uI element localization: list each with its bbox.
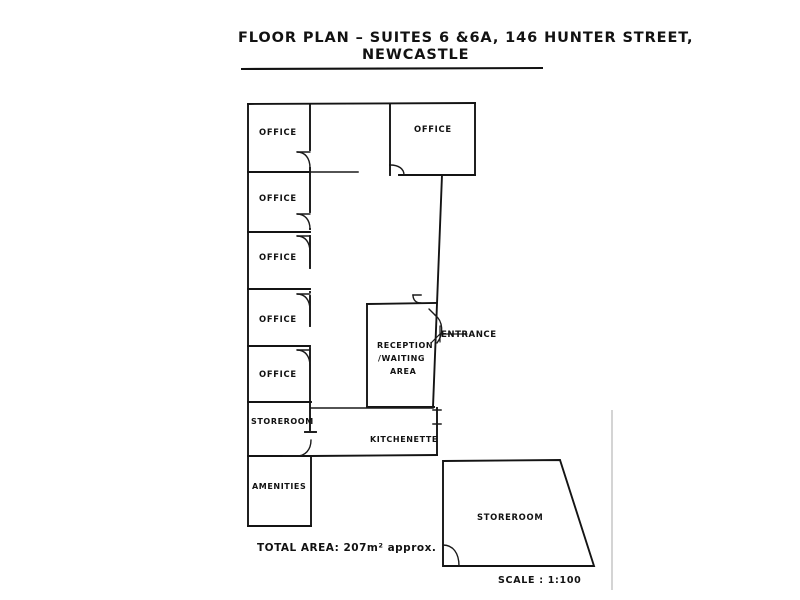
room-label-amenities: AMENITIES <box>252 482 306 491</box>
door-office5-icon <box>296 349 311 367</box>
wall-reception-top <box>366 302 437 305</box>
room-label-reception-line-3: AREA <box>390 367 417 376</box>
door-office2-icon <box>296 213 311 230</box>
door-entrance-icon <box>434 314 443 344</box>
door-storeroom-detached-icon <box>442 544 460 567</box>
plan-title-line-1: FLOOR PLAN – SUITES 6 &6A, 146 HUNTER ST… <box>238 30 693 46</box>
storeroom-detached-outline <box>442 459 596 567</box>
title-underline <box>240 66 544 71</box>
door-office4-icon <box>296 293 311 311</box>
room-label-office-2: OFFICE <box>259 193 297 203</box>
room-label-storeroom-left: STOREROOM <box>251 417 314 426</box>
scale-note: SCALE : 1:100 <box>498 575 581 586</box>
room-label-office-1: OFFICE <box>259 127 297 137</box>
room-label-reception-line-1: RECEPTION <box>377 341 433 350</box>
door-topright-office-icon <box>389 164 405 176</box>
door-entrance-leaf <box>428 308 437 317</box>
wall-top <box>247 102 476 105</box>
entrance-label: ENTRANCE <box>441 330 497 340</box>
room-label-office-4: OFFICE <box>259 314 297 324</box>
room-label-office-top-right: OFFICE <box>414 124 452 134</box>
plan-title-line-2: NEWCASTLE <box>362 47 469 63</box>
wall-right-slanted <box>432 174 443 408</box>
door-amenities-icon <box>296 439 312 457</box>
room-label-office-5: OFFICE <box>259 369 297 379</box>
door-reception-top-icon <box>412 294 422 304</box>
door-office1-icon <box>296 151 311 169</box>
room-label-kitchenette: KITCHENETTE <box>370 435 438 444</box>
door-office3-icon <box>296 235 311 253</box>
total-area-note: TOTAL AREA: 207m² approx. <box>257 542 436 554</box>
room-label-storeroom-detached: STOREROOM <box>477 512 543 522</box>
room-label-office-3: OFFICE <box>259 252 297 262</box>
room-label-reception-line-2: /WAITING <box>378 354 425 363</box>
wall-kitchenette-bottom <box>310 454 438 457</box>
